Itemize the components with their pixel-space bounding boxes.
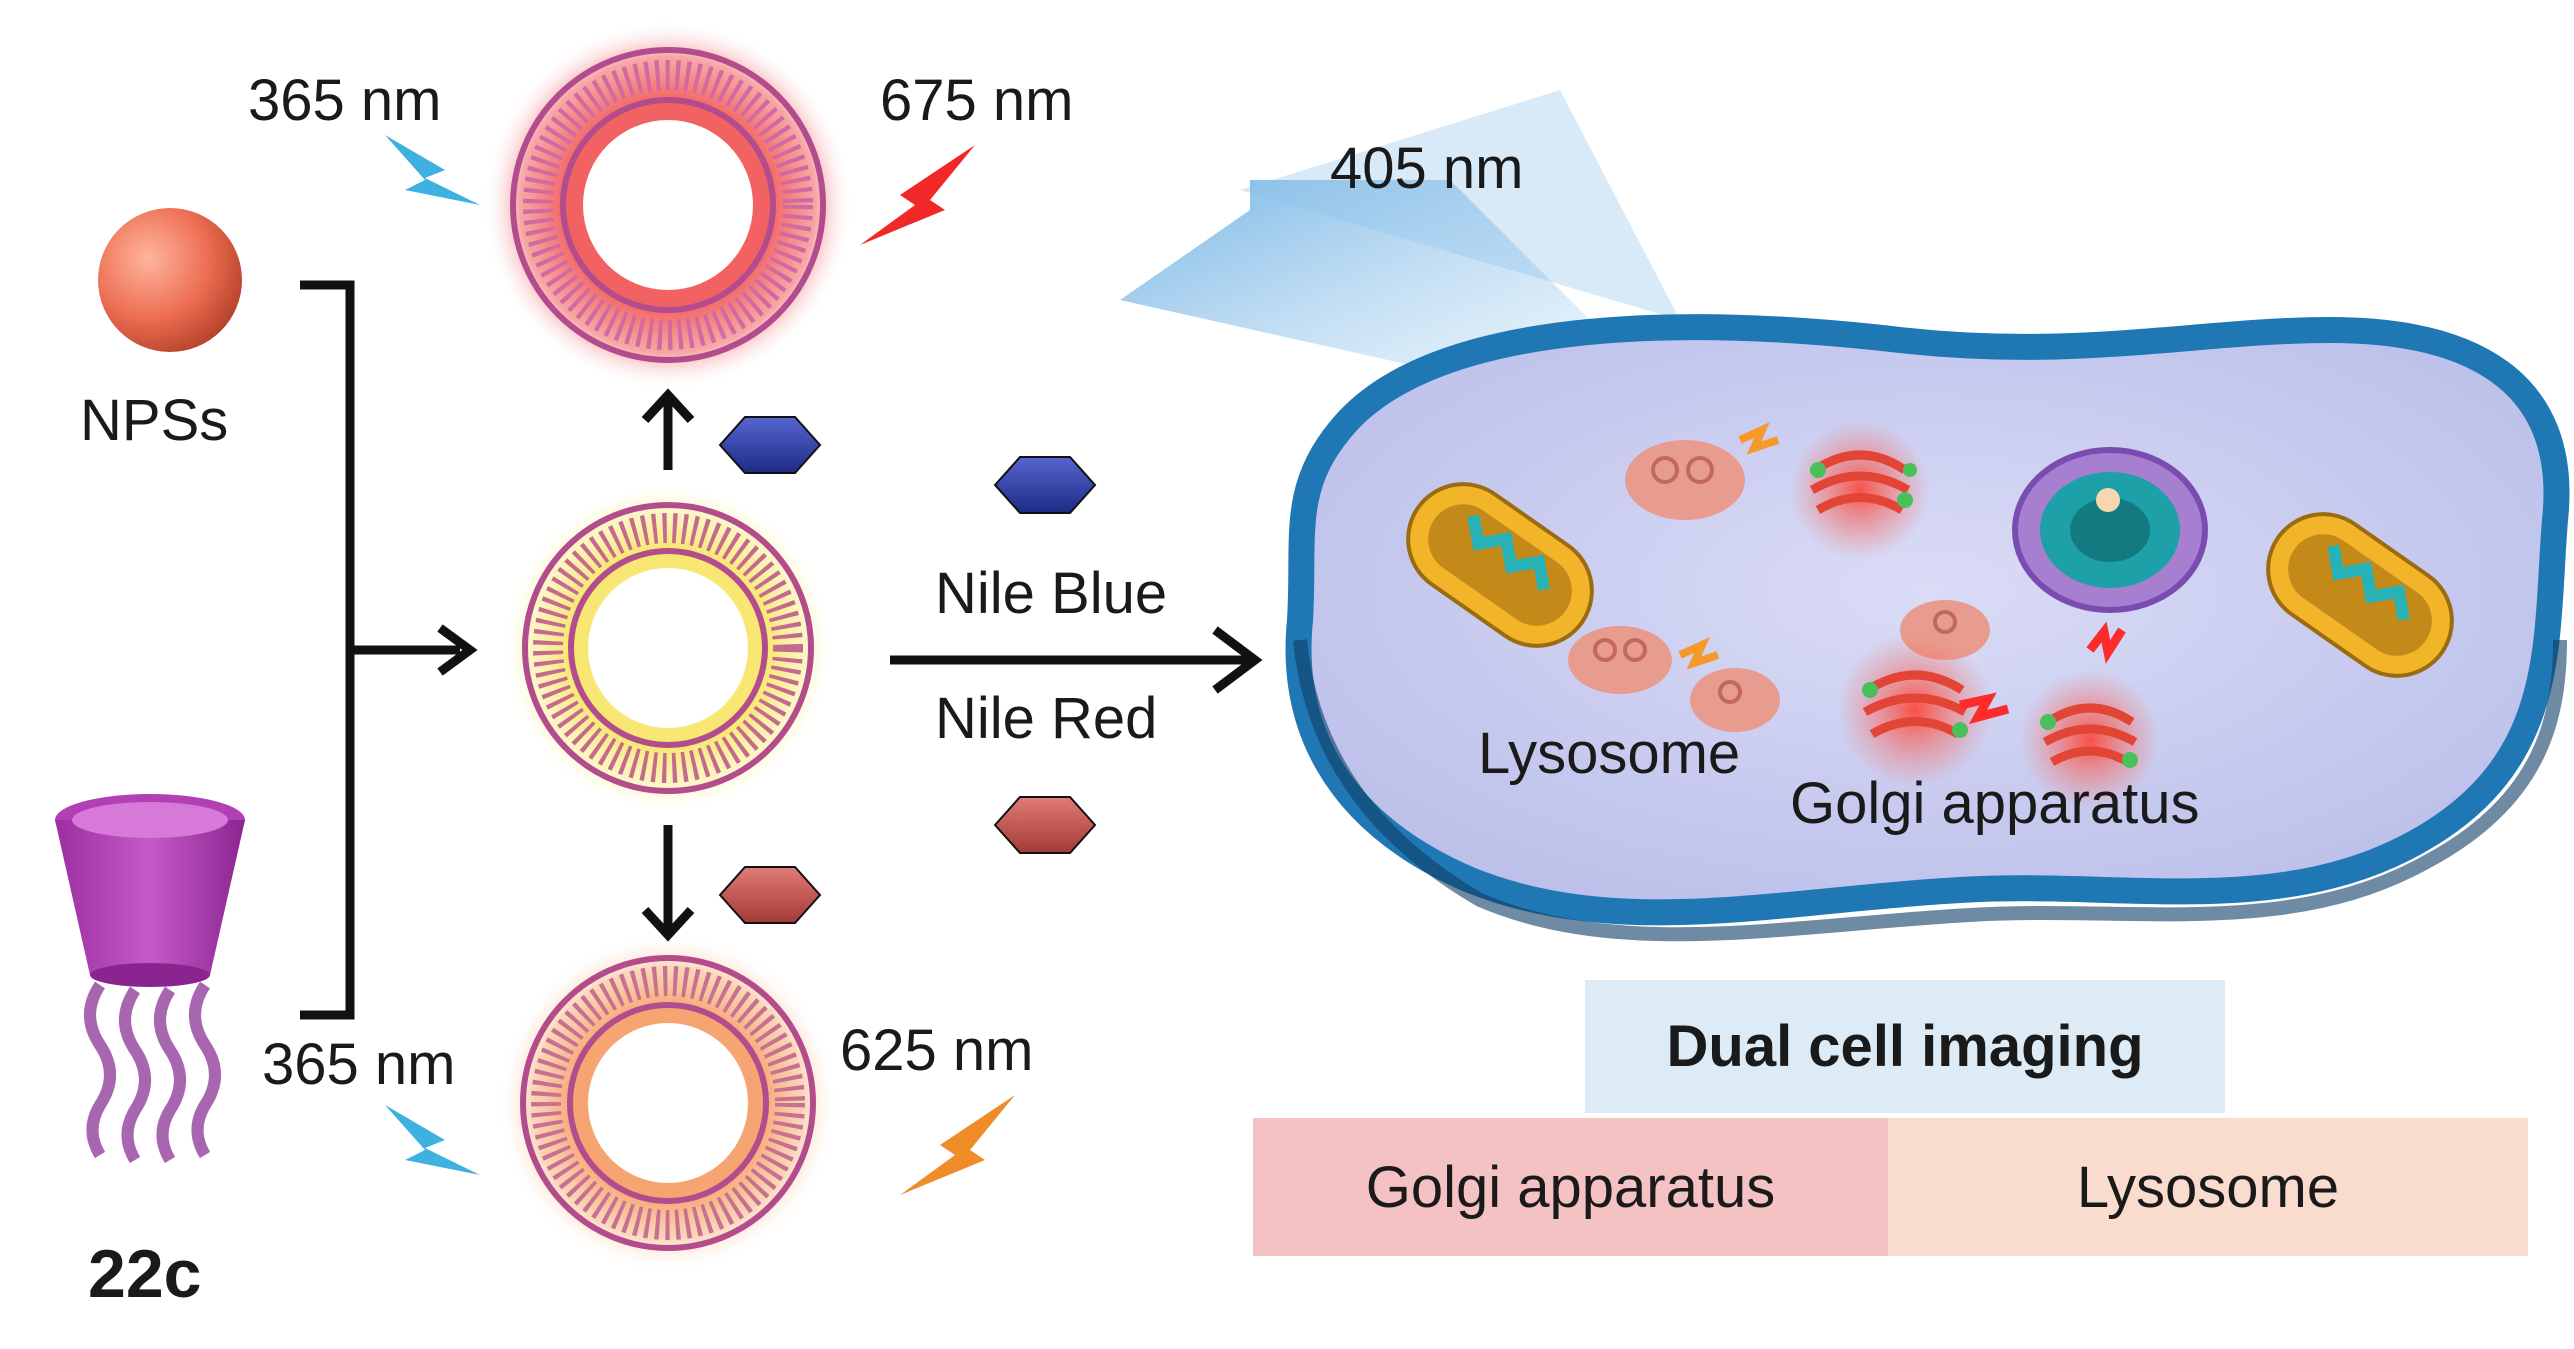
golgi-label: Golgi apparatus (1790, 771, 2200, 836)
legend-left: Golgi apparatus (1253, 1118, 1888, 1256)
lightning-top-emission (860, 145, 975, 245)
legend-title-text: Dual cell imaging (1666, 1014, 2144, 1079)
nile-blue-gem-free (993, 456, 1097, 514)
nanoparticles-label: NPSs (80, 388, 229, 453)
nile-blue-gem-top (718, 416, 822, 474)
lysosome-label: Lysosome (1478, 721, 1741, 786)
legend-right-text: Lysosome (2076, 1154, 2340, 1220)
lightning-bottom-excitation (385, 1105, 480, 1175)
macrocycle-22c-shape (55, 794, 245, 1164)
nile-red-label: Nile Red (935, 686, 1158, 751)
top-emission-label: 675 nm (880, 68, 1074, 133)
lightning-bottom-emission (900, 1095, 1015, 1195)
legend-left-text: Golgi apparatus (1365, 1154, 1776, 1220)
bottom-emission-label: 625 nm (840, 1018, 1034, 1083)
lysosomes (1568, 422, 1990, 732)
legend-right-box (1888, 1118, 2528, 1256)
legend-title: Dual cell imaging (1585, 980, 2225, 1113)
top-excitation-label: 365 nm (248, 68, 442, 133)
nile-red-gem-bottom (718, 866, 822, 924)
bottom-excitation-label: 365 nm (262, 1032, 456, 1097)
legend-title-box (1585, 980, 2225, 1113)
mitochondrion-right (2266, 512, 2454, 678)
vesicle-middle (503, 483, 833, 813)
vesicle-top (483, 20, 853, 390)
legend-right: Lysosome (1888, 1118, 2528, 1256)
legend-left-box (1253, 1118, 1888, 1256)
laser-wavelength-label: 405 nm (1330, 136, 1524, 201)
golgi-apparatus (1790, 420, 2160, 810)
nile-red-gem-free (993, 796, 1097, 854)
combine-bracket (300, 280, 355, 1020)
nucleus (2012, 447, 2208, 613)
lightning-top-excitation (385, 135, 480, 205)
macrocycle-label: 22c (88, 1236, 202, 1312)
nps-sphere (98, 208, 242, 352)
nile-blue-label: Nile Blue (935, 561, 1168, 626)
mitochondrion-left (1406, 482, 1594, 648)
vesicle-bottom (498, 933, 838, 1273)
